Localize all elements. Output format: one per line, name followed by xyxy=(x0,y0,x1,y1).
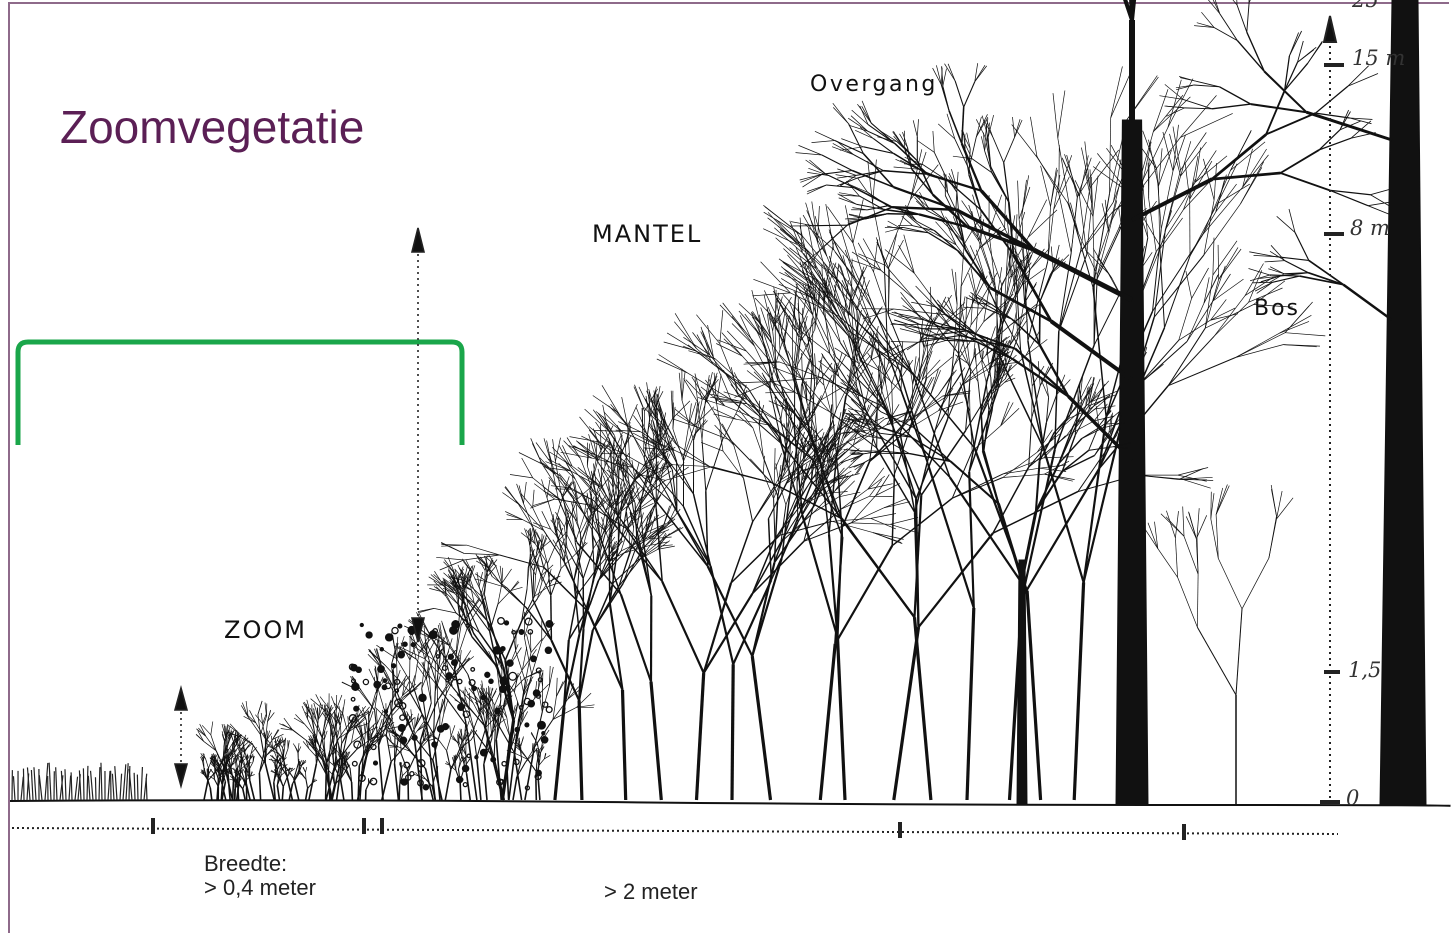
zoom-height-arrow-tall xyxy=(410,227,426,643)
mantel-shrubs xyxy=(418,66,1326,801)
height-label-25: 25 xyxy=(1352,0,1379,12)
zone-label-overgang: Overgang xyxy=(810,72,938,97)
zoom-herbs xyxy=(195,594,595,801)
zoom-bracket xyxy=(15,339,465,445)
zoom-height-arrow-short xyxy=(173,684,189,790)
width-label-mantel: > 2 meter xyxy=(604,879,698,904)
width-scale xyxy=(11,818,1339,840)
height-label-0: 0 xyxy=(1346,786,1360,810)
zone-label-mantel: MANTEL xyxy=(592,220,703,248)
width-label-heading: Breedte: xyxy=(204,851,288,876)
zone-label-bos: Bos xyxy=(1254,296,1301,321)
ground-line xyxy=(9,799,1451,807)
height-scale xyxy=(1320,15,1344,804)
width-label-zoom-value: > 0,4 meter xyxy=(204,875,316,900)
slide-title: Zoomvegetatie xyxy=(60,101,365,153)
width-label-zoom: Breedte: > 0,4 meter xyxy=(204,852,316,900)
grass-tufts xyxy=(11,762,148,801)
slide-border xyxy=(8,2,1449,933)
zone-label-zoom: ZOOM xyxy=(224,616,307,644)
height-label-8m: 8 m xyxy=(1350,216,1390,240)
forest-trees xyxy=(790,0,1427,806)
height-label-1-5: 1,5 xyxy=(1348,658,1382,682)
height-label-15m: 15 m xyxy=(1352,46,1406,70)
